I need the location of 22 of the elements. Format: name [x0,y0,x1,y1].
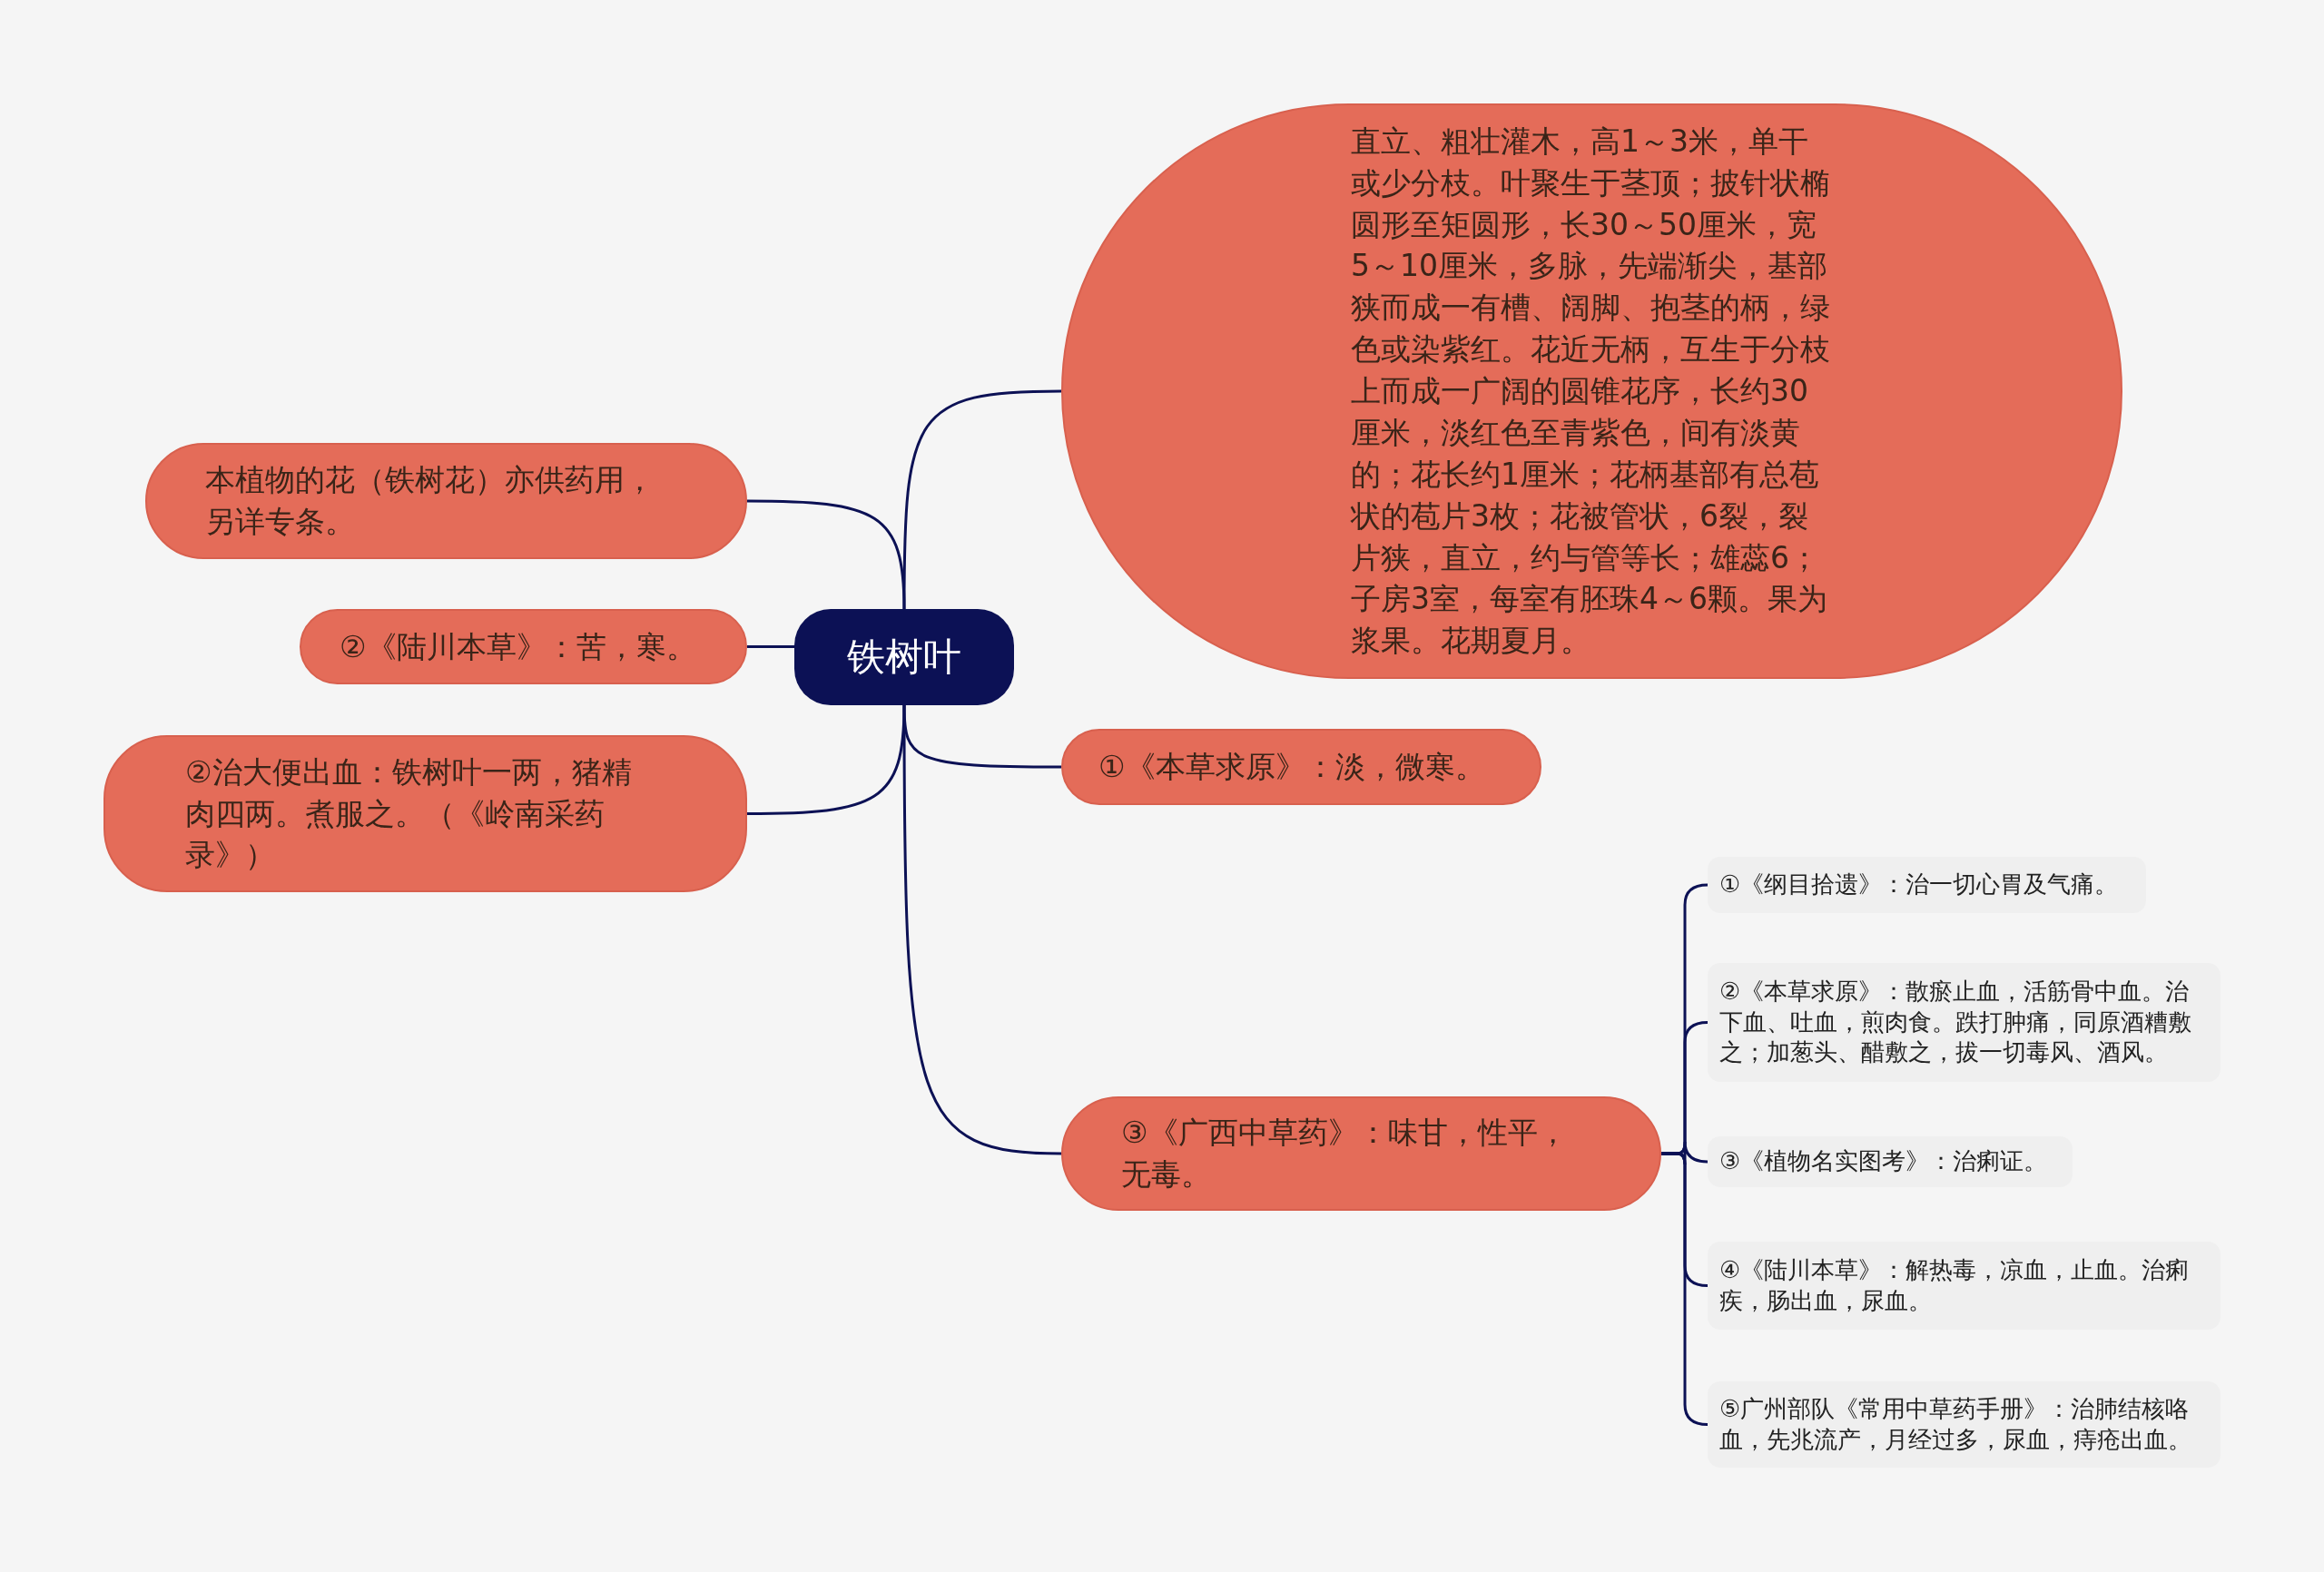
connector-line [747,499,906,610]
subtopic-card [1708,1242,2221,1330]
bubble-text: ①《本草求原》：淡，微寒。 [1098,748,1486,787]
bubble-text: ③《广西中草药》：味甘，性平，无毒。 [1121,1114,1569,1194]
subtopic-text: ⑤广州部队《常用中草药手册》：治肺结核咯血，先兆流产，月经过多，尿血，痔疮出血。 [1719,1393,2192,1455]
subtopic-card [1708,963,2221,1082]
subtopic-card [1708,1136,2073,1187]
subtopic-text: ②《本草求原》：散瘀止血，活筋骨中血。治下血、吐血，煎肉食。跌打肿痛，同原酒糟敷之；加葱头、醋敷之，拔一切毒风、酒风。 [1719,976,2192,1068]
subtopic-card [1708,1381,2221,1468]
subtopic-text: ③《植物名实图考》：治痢证。 [1719,1146,2049,1177]
topic-title: 铁树叶 [847,633,961,681]
bubble-text: ②治大便出血：铁树叶一两，猪精肉四两。煮服之。（《岭南采药录》） [185,752,633,875]
connector-line [902,705,1062,1155]
bubble-text: 直立、粗壮灌木，高1～3米，单干或少分枝。叶聚生于茎顶；披针状椭圆形至矩圆形，长30～50厘米，宽5～10厘米，多脉，先端渐尖，基部狭而成一有槽、阔脚、抱茎的柄，绿色或染紫红。花近无柄，互生于分枝上而成一广阔的圆锥花序，长约30厘米，淡红色至青紫色，间有淡黄的；花长约1厘米；花柄基部有总苞状的苞片3枚；花被管状，6裂，裂片狭，直立，约与管等长；雄蕊6；子房3室，每室有胚珠4～6颗。果为浆果。花期夏月。 [1351,122,1831,661]
connector-line [747,704,906,815]
subtopic-text: ①《纲目拾遗》：治一切心胃及气痛。 [1719,870,2120,900]
bubble-text: ②《陆川本草》：苦，寒。 [340,627,697,666]
subtopic-card [1708,857,2146,913]
bubble-text: 本植物的花（铁树花）亦供药用，另详专条。 [205,461,655,541]
connector-line [747,645,794,648]
subtopic-text: ④《陆川本草》：解热毒，凉血，止血。治痢疾，肠出血，尿血。 [1719,1254,2191,1316]
central-topic [794,609,1014,705]
